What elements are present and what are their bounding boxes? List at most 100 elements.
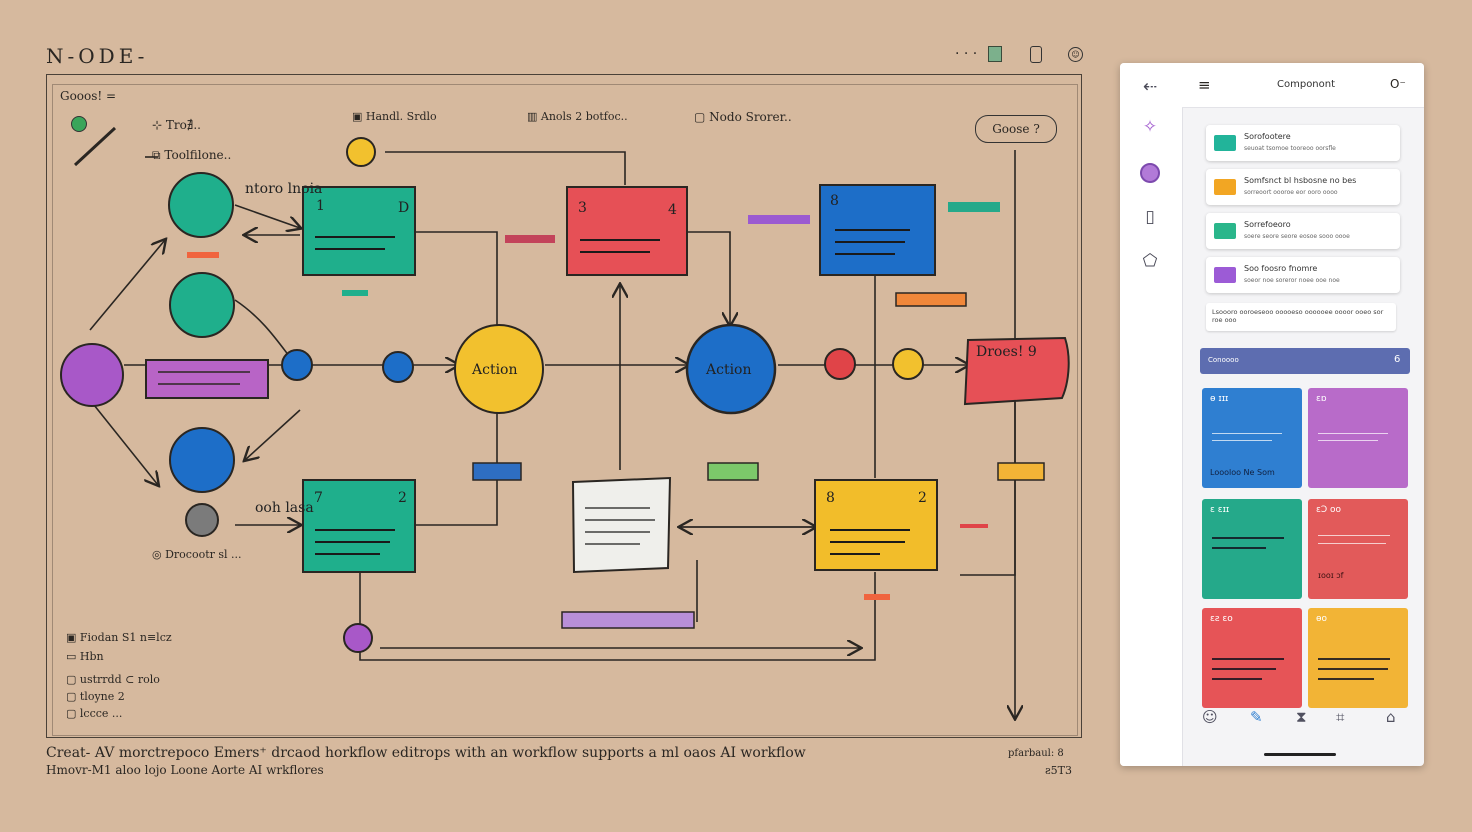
hourglass-icon[interactable]: ⧗ [1296, 708, 1307, 726]
action-label-1: Action [471, 362, 518, 378]
node-circle-teal-2 [169, 272, 235, 338]
doc-node [571, 476, 672, 574]
svg-text:8: 8 [826, 490, 835, 506]
magic-icon[interactable]: ✧ [1142, 117, 1158, 137]
toolbar-item-anols[interactable]: ▥ Anols 2 botfoc.. [527, 110, 628, 123]
panel-header: ≡ Componont O⁻ [1182, 63, 1424, 108]
pen-icon[interactable]: ✎ [1250, 708, 1263, 726]
port-purple-bottom [343, 623, 373, 653]
description-line-2: Hmovr-M1 aloo lojo Loone Aorte AI wrkflo… [46, 763, 324, 777]
action-node-blue [685, 323, 777, 415]
green-dot-icon[interactable] [71, 116, 87, 132]
lock-icon[interactable]: ⌂ [1386, 708, 1396, 726]
component-swatch [1214, 223, 1236, 239]
groups-label: Gooos! = [60, 89, 117, 103]
node-square-1 [302, 186, 416, 276]
port-blue-1 [281, 349, 313, 381]
panel-title: Componont [1277, 79, 1336, 90]
svg-text:3: 3 [578, 200, 587, 216]
tag-purple-small [748, 215, 810, 224]
node-circle-purple [60, 343, 124, 407]
component-swatch [1214, 267, 1236, 283]
corner-note-1: pfarbaul: 8 [1008, 748, 1064, 759]
corner-note-2: ƨ5T3 [1045, 764, 1072, 777]
key-icon[interactable]: O⁻ [1390, 77, 1406, 91]
smiley-icon[interactable]: ☺ [1202, 708, 1218, 726]
component-swatch [1214, 135, 1236, 151]
dots-icon[interactable]: · · · [955, 46, 978, 62]
toolbar-item-handle[interactable]: ▣ Handl. Srdlo [352, 110, 437, 123]
group-header[interactable]: Conoooo 6 [1200, 348, 1410, 374]
component-swatch [1214, 179, 1236, 195]
connector-orange-2 [864, 594, 890, 600]
port-yellow-top [346, 137, 376, 167]
tag-blue [472, 462, 522, 481]
svg-text:D: D [398, 200, 409, 216]
svg-text:1: 1 [316, 198, 325, 214]
goal-button[interactable]: Goose ? [975, 115, 1057, 143]
flag-node [963, 336, 1070, 406]
sketch-inner-line [52, 84, 1078, 736]
panel-note: Lsoooro ooroeseoo ooooeso oooooee oooor … [1206, 303, 1396, 331]
svg-text:Droes! 9: Droes! 9 [976, 344, 1037, 360]
smiley-icon[interactable]: ☺ [1068, 47, 1083, 62]
app-logo: N-ODE- [46, 44, 149, 68]
menu-icon[interactable]: ≡ [1198, 76, 1211, 94]
component-panel: ⇠ ✧ ▯ ⬠ ≡ Componont O⁻ Sorofootere seuoa… [1120, 63, 1424, 766]
tag-green [707, 462, 759, 481]
component-item[interactable]: Soo foosro fnomre soeor noe soreror noee… [1206, 257, 1400, 293]
sketch-frame [46, 74, 1082, 738]
svg-text:8: 8 [830, 193, 839, 209]
tool-trigger[interactable]: ⊹ Tro∄.. [152, 118, 201, 132]
template-card[interactable]: ɛƨ ɛo [1202, 608, 1302, 708]
component-item[interactable]: Somfsnct bl hsbosne no bes sorreoort ooo… [1206, 169, 1400, 205]
wand-icon [73, 126, 117, 167]
node-circle-blue [169, 427, 235, 493]
svg-text:ooh lasa: ooh lasa [255, 500, 314, 516]
svg-text:4: 4 [668, 202, 677, 218]
port-blue-2 [382, 351, 414, 383]
tool-toolfilone[interactable]: ⧉ Toolfilone.. [152, 148, 232, 162]
template-card[interactable]: ɵ ɪɪɪ Loooloo Ne Som [1202, 388, 1302, 488]
node-square-3 [566, 186, 688, 276]
node-circle-gray [185, 503, 219, 537]
connector-orange [187, 252, 219, 258]
template-card[interactable]: ɛɒ [1308, 388, 1408, 488]
action-label-2: Action [705, 362, 752, 378]
template-card[interactable]: ɵo [1308, 608, 1408, 708]
panel-rail: ⇠ ✧ ▯ ⬠ [1120, 63, 1183, 766]
bottom-list: ▣ Fiodan S1 n≡lcz ▭ Hbn ▢ ustrrdd ⊂ rolo… [66, 631, 172, 720]
tag-teal-small [948, 202, 1000, 212]
svg-text:7: 7 [314, 490, 323, 506]
scan-icon[interactable]: ⌗ [1336, 708, 1345, 726]
tag-orange-small [895, 292, 967, 307]
template-card[interactable]: ɛƆ oo ɪooɪ ɔf [1308, 499, 1408, 599]
component-item[interactable]: Sorofootere seuoat tsomoe tooreoo oorsfl… [1206, 125, 1400, 161]
description-line-1: Creat- AV morctrepoco Emers⁺ drcaod hork… [46, 745, 806, 761]
tag-purple [561, 611, 695, 629]
shape-icon[interactable]: ⬠ [1142, 251, 1158, 271]
template-card[interactable]: ɛ ɛɪɪ [1202, 499, 1302, 599]
circle-node-icon[interactable] [1138, 161, 1162, 185]
node-circle-teal-1 [168, 172, 234, 238]
phone-icon[interactable] [1030, 46, 1042, 63]
toolbar-item-node-store[interactable]: ▢ Nodo Srorer.. [694, 110, 792, 124]
group-count: 6 [1394, 354, 1401, 365]
process-label: ◎ Drocootr sl ... [152, 548, 242, 561]
back-icon[interactable]: ⇠ [1142, 77, 1158, 97]
book-icon[interactable]: ▯ [1145, 207, 1155, 227]
connector-red [960, 524, 988, 528]
svg-text:ntoro lnoia: ntoro lnoia [245, 181, 322, 197]
layers-icon[interactable] [988, 46, 1002, 62]
port-red [824, 348, 856, 380]
connector-teal [342, 290, 368, 296]
tag-red-small [505, 235, 555, 243]
tag-orange [997, 462, 1045, 481]
action-node-yellow [454, 324, 544, 414]
component-item[interactable]: Sorrefoeoro soere seore seore eosoe sooo… [1206, 213, 1400, 249]
home-indicator [1264, 753, 1336, 756]
purple-bar-node [145, 359, 269, 399]
svg-text:2: 2 [918, 490, 927, 506]
node-square-7 [302, 479, 416, 573]
